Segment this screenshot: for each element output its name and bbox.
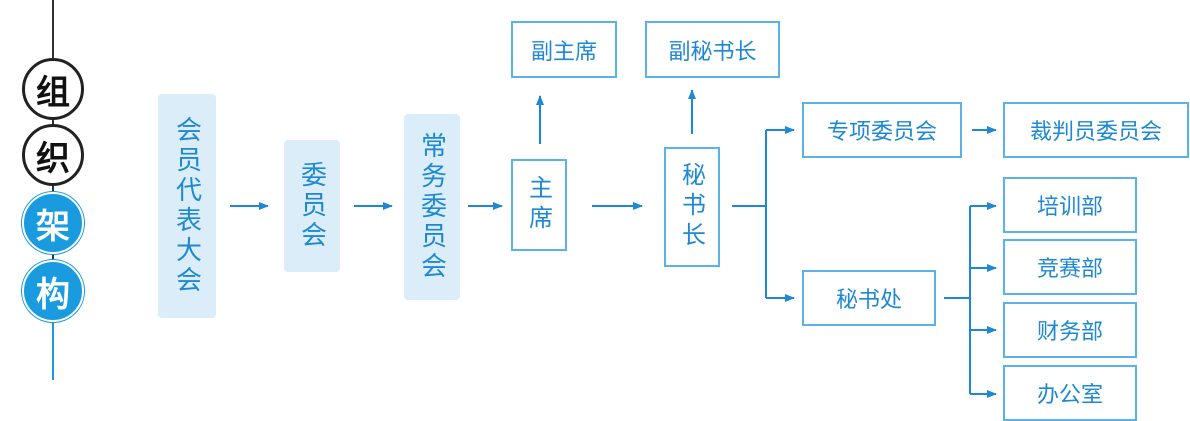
title-char-3: 架 xyxy=(22,192,84,254)
node-office: 办公室 xyxy=(1003,365,1137,421)
node-special-committee: 专项委员会 xyxy=(802,102,962,158)
node-assembly: 会员代表大会 xyxy=(158,94,216,318)
title-char-4: 构 xyxy=(22,260,84,322)
node-competition: 竞赛部 xyxy=(1003,239,1137,295)
branch-secgen xyxy=(732,130,767,298)
node-training: 培训部 xyxy=(1003,177,1137,233)
branch-secretariat xyxy=(944,206,971,394)
node-referee-committee: 裁判员委员会 xyxy=(1003,102,1189,158)
node-secretariat: 秘书处 xyxy=(802,270,936,326)
node-standing-committee: 常务委员会 xyxy=(404,114,460,300)
title-char-1: 组 xyxy=(22,58,84,120)
node-finance: 财务部 xyxy=(1003,302,1137,358)
node-committee: 委员会 xyxy=(284,140,340,272)
node-secretary-general: 秘书长 xyxy=(664,147,720,267)
title-line-bottom xyxy=(52,300,54,380)
title-line-top xyxy=(52,0,54,60)
title-char-2: 织 xyxy=(22,124,84,186)
node-chairman: 主席 xyxy=(511,159,567,251)
node-vice-chairman: 副主席 xyxy=(511,21,617,78)
node-deputy-secretary-general: 副秘书长 xyxy=(645,21,780,78)
